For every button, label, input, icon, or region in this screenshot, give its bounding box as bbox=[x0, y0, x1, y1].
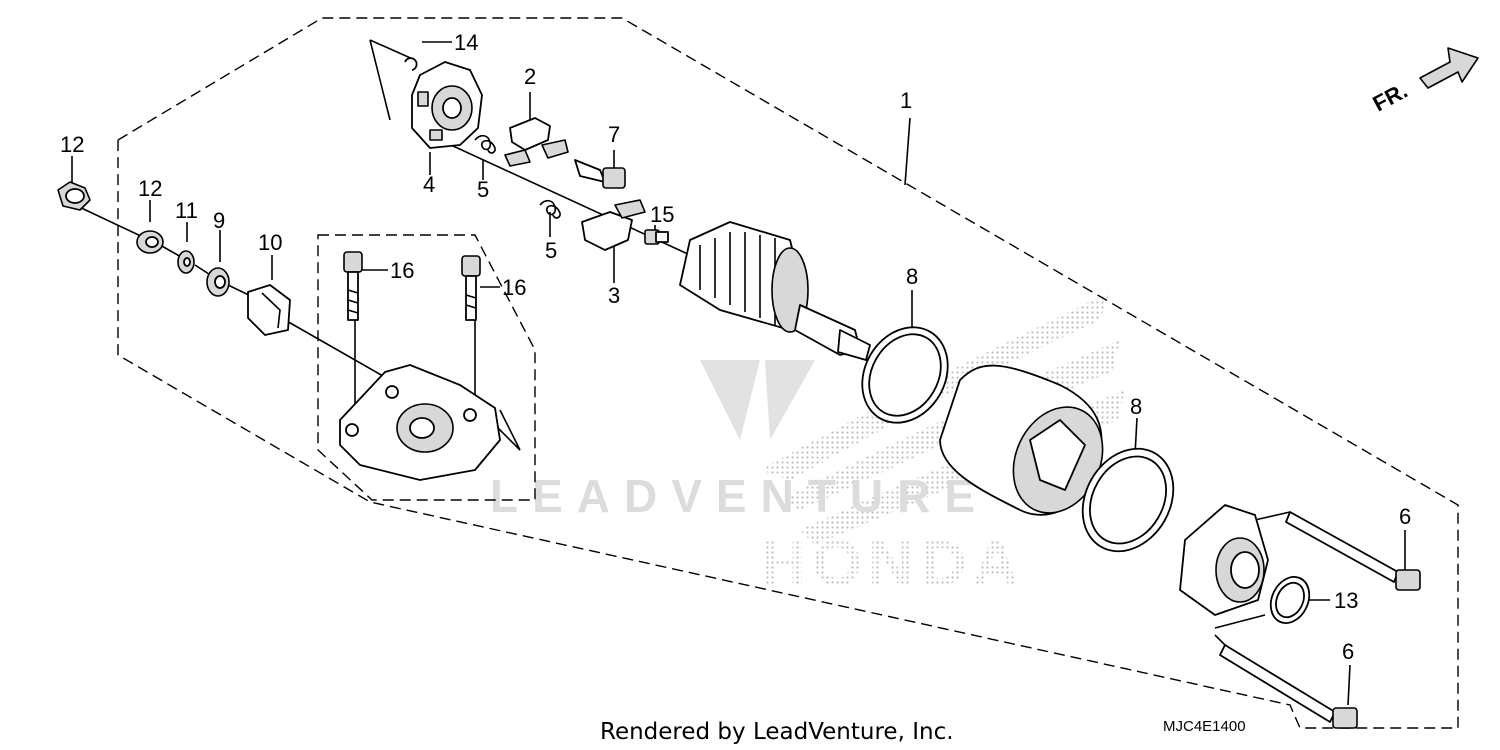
spring-part-5a bbox=[474, 134, 496, 154]
callout-16a: 16 bbox=[390, 258, 414, 283]
leadventure-watermark: LEADVENTURE bbox=[490, 470, 989, 522]
callout-12b: 12 bbox=[138, 176, 162, 201]
insulator-part-10 bbox=[247, 284, 291, 336]
o-ring-part-8a bbox=[861, 326, 949, 424]
nut-part-12 bbox=[57, 181, 91, 211]
callout-15: 15 bbox=[650, 202, 674, 227]
rendered-by-footer: Rendered by LeadVenture, Inc. bbox=[600, 719, 954, 745]
callout-6b: 6 bbox=[1342, 639, 1354, 664]
callout-14: 14 bbox=[454, 30, 478, 55]
callout-13: 13 bbox=[1334, 588, 1358, 613]
case-boundary bbox=[317, 234, 536, 501]
o-ring-part-8b bbox=[1081, 447, 1175, 553]
callout-7: 7 bbox=[608, 122, 620, 147]
nut-part-12b bbox=[136, 230, 164, 254]
bolt-part-6a bbox=[1285, 511, 1421, 591]
bolt-part-16b bbox=[461, 255, 481, 321]
assembly-boundary-1 bbox=[117, 17, 1459, 729]
bolt-part-6b bbox=[1219, 644, 1358, 729]
callout-2: 2 bbox=[524, 64, 536, 89]
diagram-code: MJC4E1400 bbox=[1163, 718, 1246, 735]
front-arrow-label: FR. bbox=[1369, 78, 1412, 117]
honda-watermark: HONDA bbox=[760, 527, 1025, 599]
armature-part bbox=[679, 221, 871, 361]
yoke-part bbox=[939, 364, 1104, 516]
callout-5a: 5 bbox=[477, 177, 489, 202]
callout-6a: 6 bbox=[1399, 504, 1411, 529]
callout-12a: 12 bbox=[60, 132, 84, 157]
callout-9: 9 bbox=[213, 208, 225, 233]
o-ring-part-13 bbox=[1269, 576, 1311, 624]
callout-8b: 8 bbox=[1130, 394, 1142, 419]
callout-8a: 8 bbox=[906, 264, 918, 289]
brush-part-7 bbox=[574, 159, 626, 189]
callout-1: 1 bbox=[900, 88, 912, 113]
front-cover-case bbox=[339, 364, 501, 481]
spring-part-5b bbox=[539, 199, 561, 219]
circlip-part-14 bbox=[404, 57, 418, 71]
callout-4: 4 bbox=[423, 172, 435, 197]
callout-5b: 5 bbox=[545, 238, 557, 263]
callout-10: 10 bbox=[258, 230, 282, 255]
brush-part-3 bbox=[581, 199, 646, 251]
bolt-part-16a bbox=[343, 251, 363, 321]
front-direction-arrow: FR. bbox=[1369, 47, 1479, 117]
callout-11: 11 bbox=[175, 198, 198, 223]
seal-part-9 bbox=[206, 267, 230, 297]
callout-16b: 16 bbox=[502, 275, 526, 300]
callout-3: 3 bbox=[608, 283, 620, 308]
brush-holder-part-4 bbox=[411, 61, 483, 149]
screw-part-15 bbox=[644, 229, 669, 245]
washer-part-11 bbox=[177, 250, 195, 274]
rear-cover-part bbox=[1179, 504, 1269, 616]
brush-part-2 bbox=[504, 117, 569, 167]
